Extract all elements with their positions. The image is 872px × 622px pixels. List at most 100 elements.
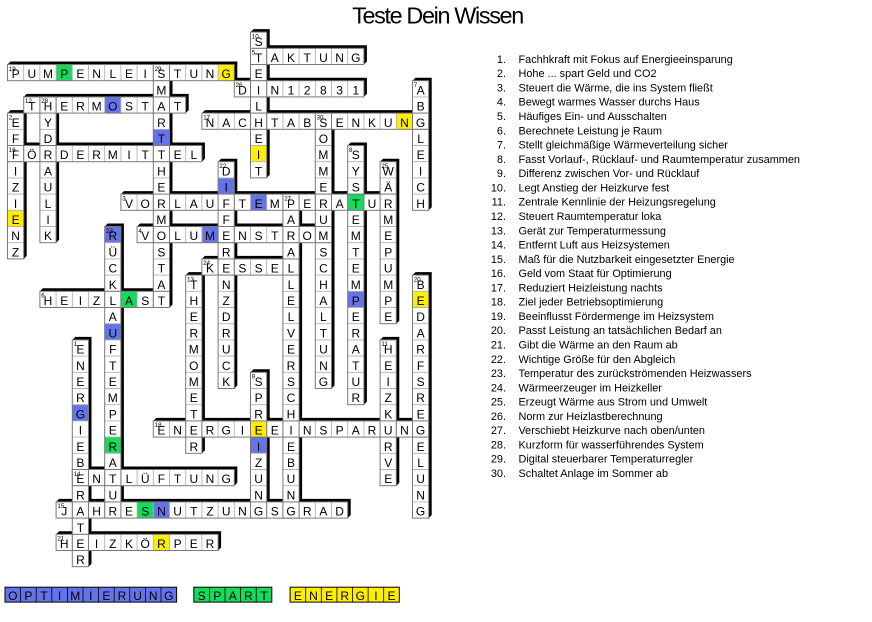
svg-text:9.: 9. [497,168,506,180]
svg-text:6: 6 [41,293,45,300]
svg-text:E: E [125,67,133,81]
svg-text:A: A [222,116,230,130]
svg-text:U: U [206,197,215,211]
svg-text:E: E [325,589,333,603]
svg-text:N: N [206,472,215,486]
svg-text:L: L [417,456,424,470]
svg-text:I: I [14,164,17,178]
svg-text:E: E [417,440,425,454]
svg-text:A: A [287,116,295,130]
svg-text:U: U [319,51,328,65]
svg-text:T: T [352,359,360,373]
svg-text:22: 22 [219,163,226,170]
svg-text:5.: 5. [497,111,506,123]
svg-text:S: S [319,116,327,130]
svg-text:E: E [303,197,311,211]
svg-text:Z: Z [12,181,19,195]
svg-text:I: I [289,424,292,438]
svg-text:D: D [416,310,425,324]
svg-text:7.: 7. [497,140,506,152]
svg-text:12: 12 [25,98,32,105]
svg-text:B: B [303,116,311,130]
svg-text:G: G [164,589,173,603]
svg-text:E: E [157,424,165,438]
svg-text:S: S [255,262,263,276]
svg-text:Z: Z [93,294,100,308]
svg-text:E: E [287,343,295,357]
svg-text:H: H [44,294,53,308]
svg-text:T: T [239,197,247,211]
svg-text:R: R [287,229,296,243]
svg-text:T: T [352,197,360,211]
svg-text:Berechnete Leistung je Raum: Berechnete Leistung je Raum [519,125,662,137]
svg-text:C: C [108,262,117,276]
svg-text:T: T [77,521,85,535]
svg-text:L: L [174,229,181,243]
svg-text:T: T [255,51,263,65]
svg-text:R: R [368,424,377,438]
svg-text:Ä: Ä [384,181,392,195]
svg-text:O: O [157,229,166,243]
svg-text:V: V [141,229,149,243]
svg-text:S: S [255,35,263,49]
svg-text:E: E [12,213,20,227]
svg-text:M: M [318,229,328,243]
svg-text:T: T [142,148,150,162]
svg-text:E: E [387,589,395,603]
svg-text:Geld vom Staat für Optimierung: Geld vom Staat für Optimierung [519,268,672,280]
svg-text:L: L [190,148,197,162]
svg-text:10: 10 [252,33,259,40]
svg-text:E: E [102,589,110,603]
svg-text:K: K [125,537,133,551]
svg-text:U: U [254,472,263,486]
svg-text:O: O [141,197,150,211]
svg-text:I: I [79,294,82,308]
svg-text:N: N [303,424,312,438]
svg-text:G: G [222,472,231,486]
svg-text:P: P [384,245,392,259]
svg-text:N: N [287,488,296,502]
svg-text:N: N [270,83,279,97]
svg-text:Fachhkraft mit Fokus auf Energ: Fachhkraft mit Fokus auf Energieeinsparu… [519,54,733,66]
svg-text:E: E [190,310,198,324]
svg-text:Legt Anstieg der Heizkurve fes: Legt Anstieg der Heizkurve fest [519,182,670,194]
svg-text:H: H [157,164,166,178]
svg-text:N: N [149,589,158,603]
svg-text:I: I [225,181,228,195]
svg-text:S: S [319,424,327,438]
svg-text:F: F [223,213,230,227]
svg-text:Steuert Raumtemperatur loka: Steuert Raumtemperatur loka [519,211,663,223]
svg-text:Fasst Vorlauf-, Rücklauf- und: Fasst Vorlauf-, Rücklauf- und Raumtemper… [519,154,800,166]
svg-text:E: E [417,148,425,162]
svg-text:E: E [384,310,392,324]
svg-text:8.: 8. [497,154,506,166]
svg-text:E: E [352,213,360,227]
svg-text:16: 16 [9,147,16,154]
svg-text:G: G [416,424,425,438]
svg-text:R: R [254,407,263,421]
svg-text:G: G [416,505,425,519]
svg-text:G: G [319,375,328,389]
svg-text:M: M [189,375,199,389]
svg-text:C: C [287,391,296,405]
svg-text:O: O [8,589,17,603]
svg-text:G: G [416,116,425,130]
svg-text:19: 19 [9,66,16,73]
svg-text:E: E [287,440,295,454]
svg-text:R: R [340,589,349,603]
svg-text:R: R [206,424,215,438]
svg-text:T: T [174,100,182,114]
svg-text:P: P [12,67,20,81]
svg-text:E: E [255,424,263,438]
svg-text:E: E [384,359,392,373]
svg-text:29: 29 [155,66,162,73]
svg-text:20.: 20. [491,325,506,337]
svg-text:Maß für die Nutzbarkeit einges: Maß für die Nutzbarkeit eingesetzter Ene… [519,254,735,266]
svg-text:M: M [318,164,328,178]
svg-text:3: 3 [336,83,343,97]
svg-text:E: E [174,148,182,162]
svg-text:Hohe ... spart Geld und CO2: Hohe ... spart Geld und CO2 [519,68,657,80]
svg-text:R: R [118,589,127,603]
svg-text:26.: 26. [491,411,506,423]
svg-text:Z: Z [12,245,19,259]
